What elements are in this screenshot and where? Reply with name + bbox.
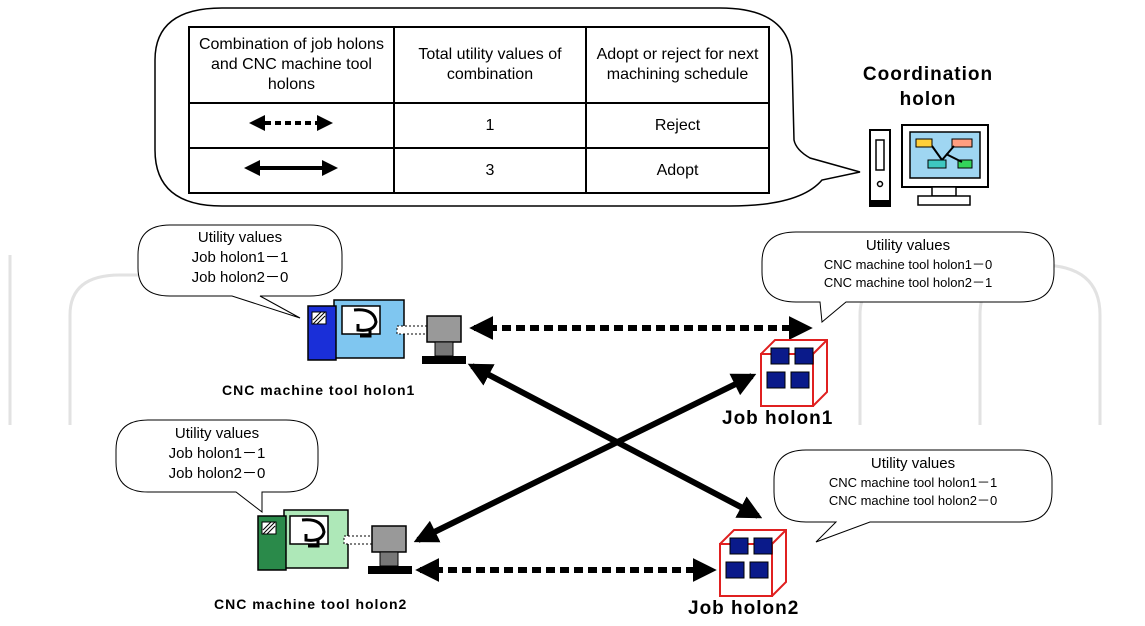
job2-label: Job holon2 <box>688 598 800 619</box>
job-holon-2-cube-icon <box>719 529 787 597</box>
cnc2-label: CNC machine tool holon2 <box>214 596 408 612</box>
coordination-title-line1: Coordination <box>862 64 994 85</box>
table-cell-decision: Reject <box>585 102 770 149</box>
utility-line: Job holon1－1 <box>168 445 266 462</box>
utility-line: Job holon1－1 <box>191 249 289 266</box>
solid-double-arrow-icon <box>188 147 395 194</box>
header-combination: Combination of job holons and CNC machin… <box>188 26 395 104</box>
table-header-row: Combination of job holons and CNC machin… <box>188 26 770 104</box>
utility-line: CNC machine tool holon1－0 <box>823 257 993 272</box>
utility-title: Utility values <box>865 237 951 254</box>
coordination-holon-title: Coordination holon <box>838 62 1018 112</box>
table-cell-total: 1 <box>392 102 588 149</box>
cnc-machine-1-icon <box>307 299 466 364</box>
utility-text-job2: Utility values CNC machine tool holon1－1… <box>776 454 1050 510</box>
table-row: 3 Adopt <box>188 147 770 194</box>
utility-text-cnc1: Utility values Job holon1－1 Job holon2－0 <box>140 228 340 288</box>
utility-line: Job holon2－0 <box>191 269 289 286</box>
header-total-utility: Total utility values of combination <box>392 26 588 104</box>
job-holon-1-cube-icon <box>760 339 828 407</box>
table-row: 1 Reject <box>188 102 770 149</box>
utility-title: Utility values <box>197 229 283 246</box>
header-adopt-reject: Adopt or reject for next machining sched… <box>585 26 770 104</box>
table-cell-total: 3 <box>392 147 588 194</box>
utility-title: Utility values <box>174 425 260 442</box>
utility-text-cnc2: Utility values Job holon1－1 Job holon2－0 <box>118 424 316 484</box>
utility-text-job1: Utility values CNC machine tool holon1－0… <box>764 236 1052 292</box>
utility-line: CNC machine tool holon1－1 <box>828 475 998 490</box>
combination-table: Combination of job holons and CNC machin… <box>188 26 770 194</box>
job1-label: Job holon1 <box>722 408 834 429</box>
utility-line: CNC machine tool holon2－0 <box>828 493 998 508</box>
coordination-title-line2: holon <box>899 89 957 110</box>
combination-table-container: Combination of job holons and CNC machin… <box>188 26 770 194</box>
solid-link-cnc2-job1 <box>413 373 757 543</box>
utility-line: CNC machine tool holon2－1 <box>823 275 993 290</box>
table-cell-decision: Adopt <box>585 147 770 194</box>
dashed-double-arrow-icon <box>188 102 395 149</box>
computer-monitor-icon <box>869 124 989 207</box>
cnc-machine-2-icon <box>257 509 412 574</box>
cnc1-label: CNC machine tool holon1 <box>222 382 416 398</box>
utility-line: Job holon2－0 <box>168 465 266 482</box>
utility-title: Utility values <box>870 455 956 472</box>
